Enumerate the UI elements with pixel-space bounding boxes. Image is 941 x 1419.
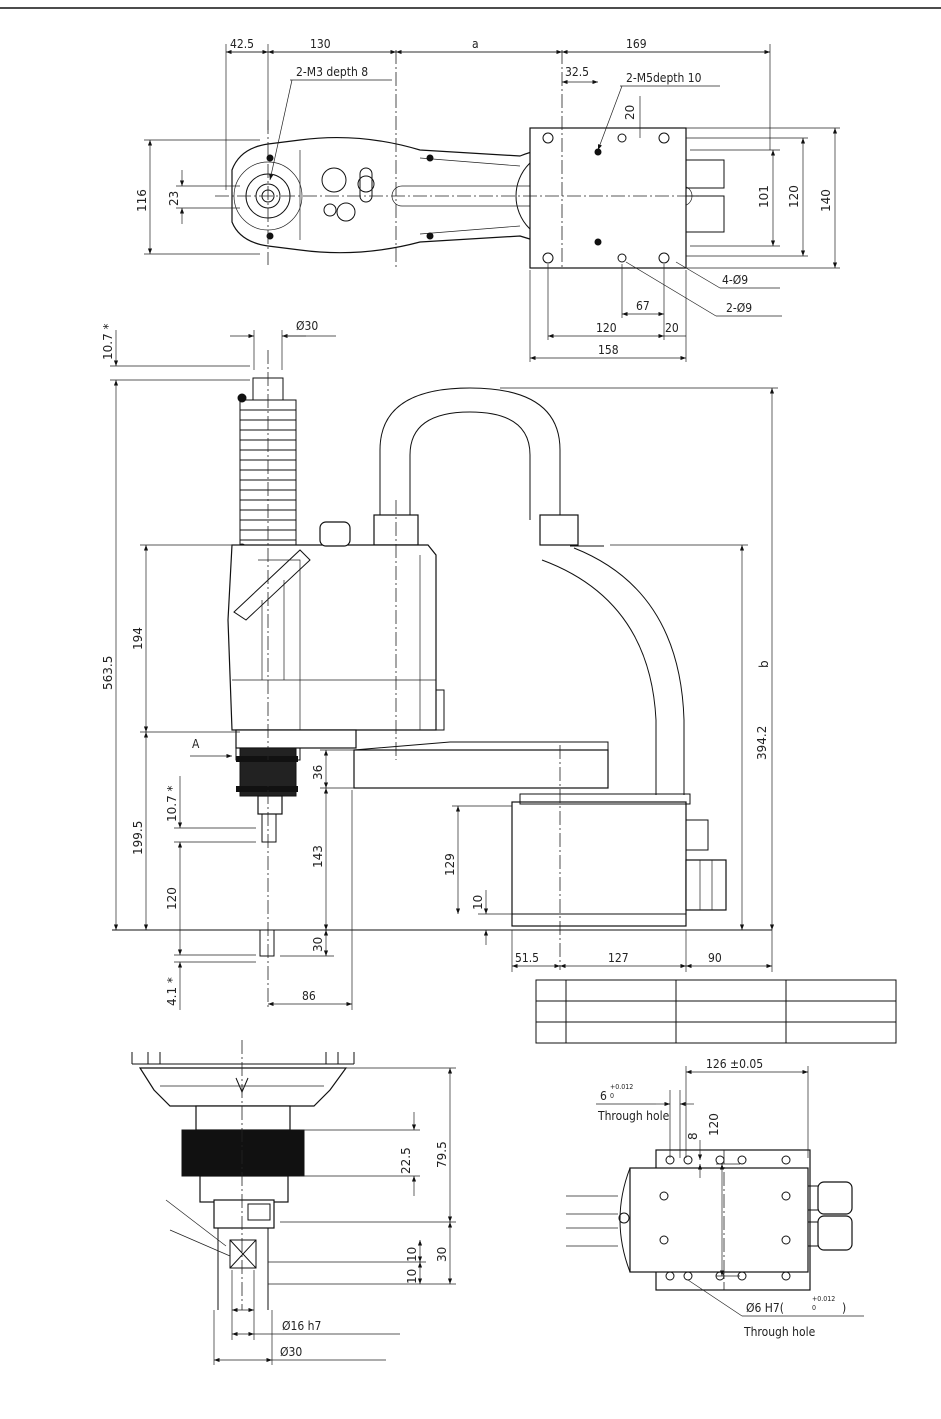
dim-10-b: 10	[405, 1269, 419, 1284]
view-arrow-a: A	[192, 737, 200, 751]
side-view: Ø30 10.7 * 563.5 194 199.5 10.7 * 120 4.…	[101, 319, 778, 1010]
callout-4-holes: 4-Ø9	[722, 273, 748, 287]
dim-dia-6-h7-close: )	[842, 1301, 846, 1315]
dim-67: 67	[636, 299, 650, 313]
dim-194: 194	[131, 627, 145, 650]
dim-8: 8	[686, 1132, 700, 1140]
top-view: 42.5 130 a 169 32.5 2-M3 depth 8 2-M5dep…	[135, 37, 840, 362]
dim-120-base: 120	[707, 1113, 721, 1136]
dim-116: 116	[135, 189, 149, 212]
dim-30-side: 30	[311, 937, 325, 952]
dim-dia-16-h7: Ø16 h7	[282, 1319, 321, 1333]
dim-20-horizontal: 20	[665, 321, 679, 335]
tol-zero-2: 0	[812, 1304, 816, 1312]
dim-158: 158	[598, 343, 619, 357]
dim-23: 23	[167, 191, 181, 206]
dim-10-7-mid: 10.7 *	[165, 785, 179, 822]
dim-86: 86	[302, 989, 316, 1003]
dim-120-stroke: 120	[165, 887, 179, 910]
detail-view: 22.5 79.5 10 10 30 Ø16 h7 Ø30	[131, 1040, 456, 1365]
dim-b: b	[757, 660, 771, 668]
dim-10-a: 10	[405, 1247, 419, 1262]
dim-169: 169	[626, 37, 647, 51]
dim-10-7-top: 10.7 *	[101, 323, 115, 360]
dim-4-1: 4.1 *	[165, 977, 179, 1006]
dim-563-5: 563.5	[101, 656, 115, 690]
dim-130: 130	[310, 37, 331, 51]
dim-dia-30-top: Ø30	[296, 319, 318, 333]
dim-22-5: 22.5	[399, 1147, 413, 1174]
dim-20-vertical: 20	[623, 105, 637, 120]
dim-32-5: 32.5	[565, 65, 589, 79]
dim-a: a	[472, 37, 479, 51]
through-hole-top: Through hole	[597, 1109, 670, 1123]
dim-dia-30-detail: Ø30	[280, 1345, 302, 1359]
tol-plus-2: +0.012	[812, 1295, 835, 1303]
dim-101: 101	[757, 185, 771, 208]
callout-m3-depth: 2-M3 depth 8	[296, 65, 368, 79]
dim-10-base: 10	[471, 895, 485, 910]
dim-394-2: 394.2	[755, 726, 769, 760]
dim-36: 36	[311, 765, 325, 780]
dim-143: 143	[311, 845, 325, 868]
dim-120-vertical: 120	[787, 185, 801, 208]
tol-zero: 0	[610, 1092, 614, 1100]
spec-table	[535, 979, 897, 1044]
through-hole-bottom: Through hole	[743, 1325, 816, 1339]
dim-127: 127	[608, 951, 629, 965]
callout-2-holes: 2-Ø9	[726, 301, 752, 315]
dim-51-5: 51.5	[515, 951, 539, 965]
tol-plus: +0.012	[610, 1083, 633, 1091]
dim-120-horizontal: 120	[596, 321, 617, 335]
dim-6: 6	[600, 1089, 607, 1103]
dim-129: 129	[443, 853, 457, 876]
dim-199-5: 199.5	[131, 821, 145, 855]
dim-dia-6-h7: Ø6 H7(	[746, 1301, 784, 1315]
callout-m5-depth: 2-M5depth 10	[626, 71, 702, 85]
dim-126: 126 ±0.05	[706, 1057, 763, 1071]
dim-90: 90	[708, 951, 722, 965]
dim-79-5: 79.5	[435, 1141, 449, 1168]
base-view: 126 ±0.05 6 +0.012 0 Through hole 8 120 …	[566, 1057, 864, 1339]
dim-42-5: 42.5	[230, 37, 254, 51]
dim-30-detail: 30	[435, 1247, 449, 1262]
dim-140: 140	[819, 189, 833, 212]
